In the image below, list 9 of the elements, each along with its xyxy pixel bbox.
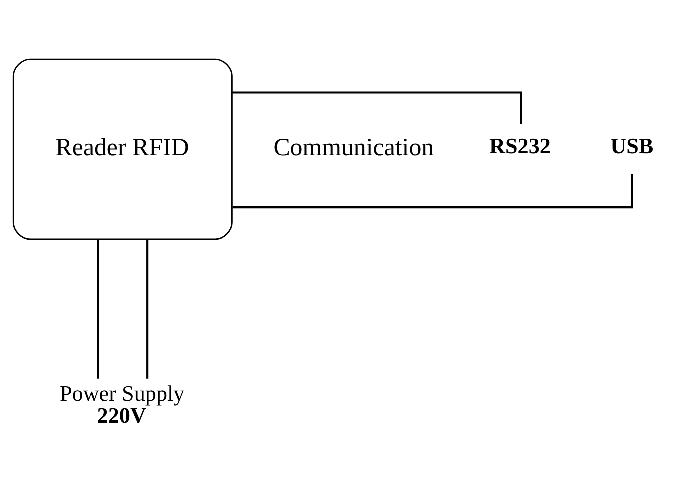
node-text: Power Supply 220V — [60, 380, 185, 428]
connector — [232, 174, 634, 208]
connector — [146, 238, 149, 378]
connector — [97, 238, 100, 378]
node-text: USB — [610, 132, 654, 158]
connector — [232, 91, 522, 124]
label: Communication — [274, 134, 434, 162]
node-box: Reader RFID — [12, 58, 233, 240]
node-text: RS232 — [490, 132, 552, 158]
